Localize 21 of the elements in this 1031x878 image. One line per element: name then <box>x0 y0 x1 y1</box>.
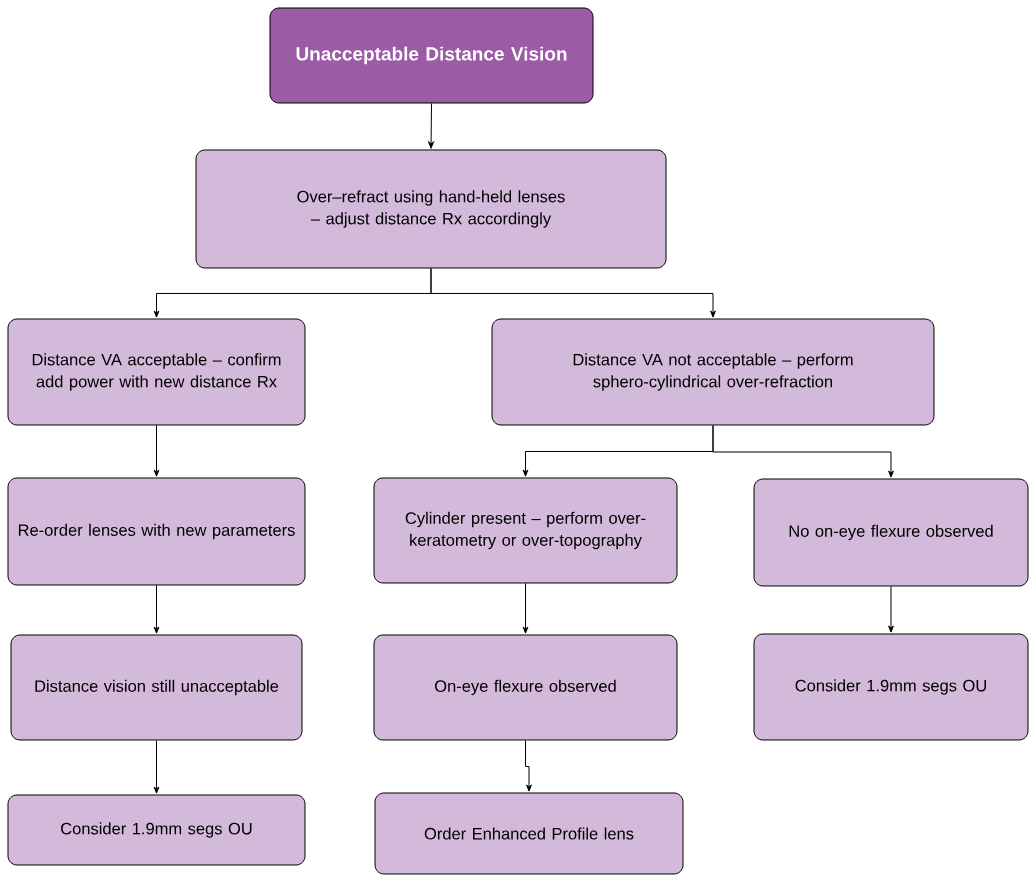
arrow <box>430 268 716 318</box>
title-box: Unacceptable Distance Vision <box>269 7 594 104</box>
process-box: Re-order lenses with new parameters <box>7 477 306 586</box>
process-box: Over–refract using hand-held lenses – adjust distance Rx accordingly <box>195 149 667 269</box>
arrow <box>153 585 160 634</box>
arrow <box>888 586 894 633</box>
arrow <box>525 740 532 792</box>
process-box: Order Enhanced Profile lens <box>374 792 684 875</box>
process-box: Distance vision still unacceptable <box>10 634 303 741</box>
arrow <box>522 583 529 634</box>
process-box: Distance VA not acceptable – perform sphero-cylindrical over-refraction <box>491 318 935 426</box>
process-box: Consider 1.9mm segs OU <box>7 794 306 866</box>
process-box: On-eye flexure observed <box>373 634 678 741</box>
process-box: Consider 1.9mm segs OU <box>753 633 1029 741</box>
arrow <box>428 103 434 149</box>
process-box: Distance VA acceptable – confirm add power with new distance Rx <box>7 318 306 426</box>
arrow <box>153 425 160 477</box>
arrow <box>153 740 160 794</box>
process-box: No on-eye flexure observed <box>753 478 1029 587</box>
process-box: Cylinder present – perform over-keratometry or over-topography <box>373 477 678 584</box>
arrow <box>712 425 894 478</box>
